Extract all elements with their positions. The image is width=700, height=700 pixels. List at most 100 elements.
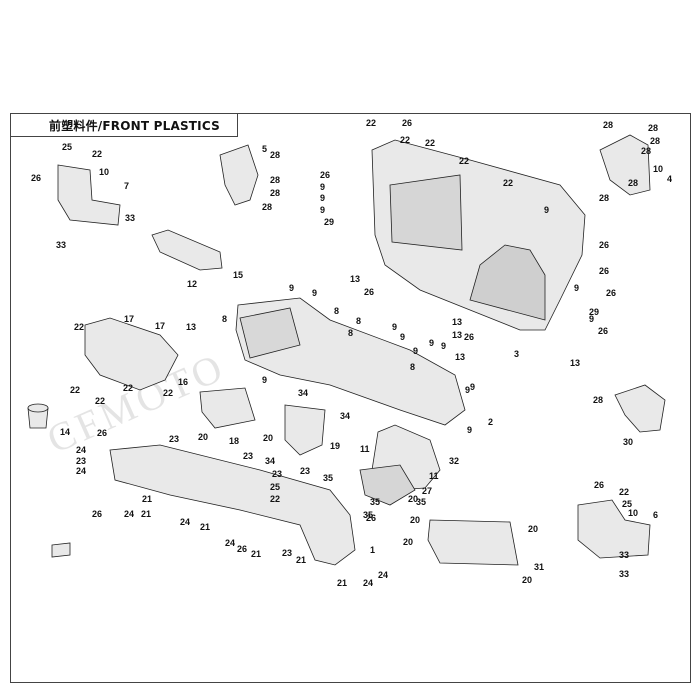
callout-label: 8: [222, 314, 227, 324]
callout-label: 13: [350, 274, 360, 284]
callout-label: 20: [522, 575, 532, 585]
callout-label: 25: [622, 499, 632, 509]
callout-label: 24: [180, 517, 190, 527]
callout-label: 20: [408, 494, 418, 504]
callout-label: 10: [653, 164, 663, 174]
callout-label: 33: [619, 550, 629, 560]
callout-label: 28: [599, 193, 609, 203]
diagram-frame: [10, 113, 691, 683]
right-part-30: [614, 384, 666, 433]
callout-label: 26: [599, 266, 609, 276]
callout-label: 9: [467, 425, 472, 435]
callout-label: 8: [348, 328, 353, 338]
callout-label: 26: [237, 544, 247, 554]
callout-label: 28: [270, 188, 280, 198]
callout-label: 9: [262, 375, 267, 385]
callout-label: 9: [392, 322, 397, 332]
callout-label: 22: [70, 385, 80, 395]
cup-holder-rim: [27, 403, 49, 413]
callout-label: 13: [452, 317, 462, 327]
callout-label: 28: [650, 136, 660, 146]
right-bracket-part: [599, 134, 651, 196]
callout-label: 13: [570, 358, 580, 368]
callout-label: 8: [410, 362, 415, 372]
callout-label: 20: [528, 524, 538, 534]
callout-label: 28: [270, 175, 280, 185]
callout-label: 1: [370, 545, 375, 555]
callout-label: 9: [574, 283, 579, 293]
callout-label: 22: [400, 135, 410, 145]
lower-panel-part: [109, 444, 356, 566]
console-box: [239, 307, 301, 359]
callout-label: 28: [641, 146, 651, 156]
callout-label: 31: [534, 562, 544, 572]
callout-label: 20: [198, 432, 208, 442]
callout-label: 16: [178, 377, 188, 387]
callout-label: 34: [265, 456, 275, 466]
callout-label: 26: [599, 240, 609, 250]
upper-left-mount-part: [57, 164, 121, 226]
callout-label: 22: [123, 383, 133, 393]
small-bracket-part: [219, 144, 259, 206]
callout-label: 28: [628, 178, 638, 188]
callout-label: 9: [544, 205, 549, 215]
callout-label: 13: [455, 352, 465, 362]
callout-label: 24: [76, 445, 86, 455]
right-cover-lower: [359, 464, 416, 506]
mid-tray-part: [199, 387, 256, 429]
callout-label: 26: [402, 118, 412, 128]
callout-label: 28: [603, 120, 613, 130]
callout-label: 33: [56, 240, 66, 250]
left-side-cover-part: [84, 317, 179, 391]
callout-label: 14: [60, 427, 70, 437]
callout-label: 32: [449, 456, 459, 466]
front-bar-part: [151, 229, 223, 271]
callout-label: 28: [648, 123, 658, 133]
callout-label: 22: [503, 178, 513, 188]
callout-label: 26: [598, 326, 608, 336]
callout-label: 21: [141, 509, 151, 519]
callout-label: 7: [124, 181, 129, 191]
callout-label: 21: [337, 578, 347, 588]
callout-label: 25: [270, 482, 280, 492]
callout-label: 22: [459, 156, 469, 166]
callout-label: 20: [263, 433, 273, 443]
callout-label: 22: [92, 149, 102, 159]
mid-panel-part: [284, 404, 326, 456]
callout-label: 23: [76, 456, 86, 466]
callout-label: 21: [296, 555, 306, 565]
callout-label: 24: [378, 570, 388, 580]
callout-label: 24: [225, 538, 235, 548]
callout-label: 22: [366, 118, 376, 128]
callout-label: 6: [653, 510, 658, 520]
callout-label: 20: [410, 515, 420, 525]
callout-label: 22: [425, 138, 435, 148]
callout-label: 22: [74, 322, 84, 332]
callout-label: 9: [400, 332, 405, 342]
callout-label: 12: [187, 279, 197, 289]
callout-label: 26: [364, 287, 374, 297]
callout-label: 10: [628, 508, 638, 518]
callout-label: 9: [320, 205, 325, 215]
callout-label: 18: [229, 436, 239, 446]
callout-label: 10: [99, 167, 109, 177]
callout-label: 26: [31, 173, 41, 183]
callout-label: 8: [356, 316, 361, 326]
callout-label: 22: [163, 388, 173, 398]
callout-label: 15: [233, 270, 243, 280]
callout-label: 23: [282, 548, 292, 558]
callout-label: 9: [413, 346, 418, 356]
callout-label: 17: [124, 314, 134, 324]
callout-label: 2: [488, 417, 493, 427]
callout-label: 11: [360, 444, 370, 454]
callout-label: 9: [320, 182, 325, 192]
rear-panel-arch: [469, 244, 546, 321]
callout-label: 26: [464, 332, 474, 342]
callout-label: 22: [619, 487, 629, 497]
callout-label: 9: [465, 385, 470, 395]
callout-label: 29: [589, 307, 599, 317]
diagram-title: 前塑料件/FRONT PLASTICS: [10, 113, 238, 137]
callout-label: 5: [262, 144, 267, 154]
